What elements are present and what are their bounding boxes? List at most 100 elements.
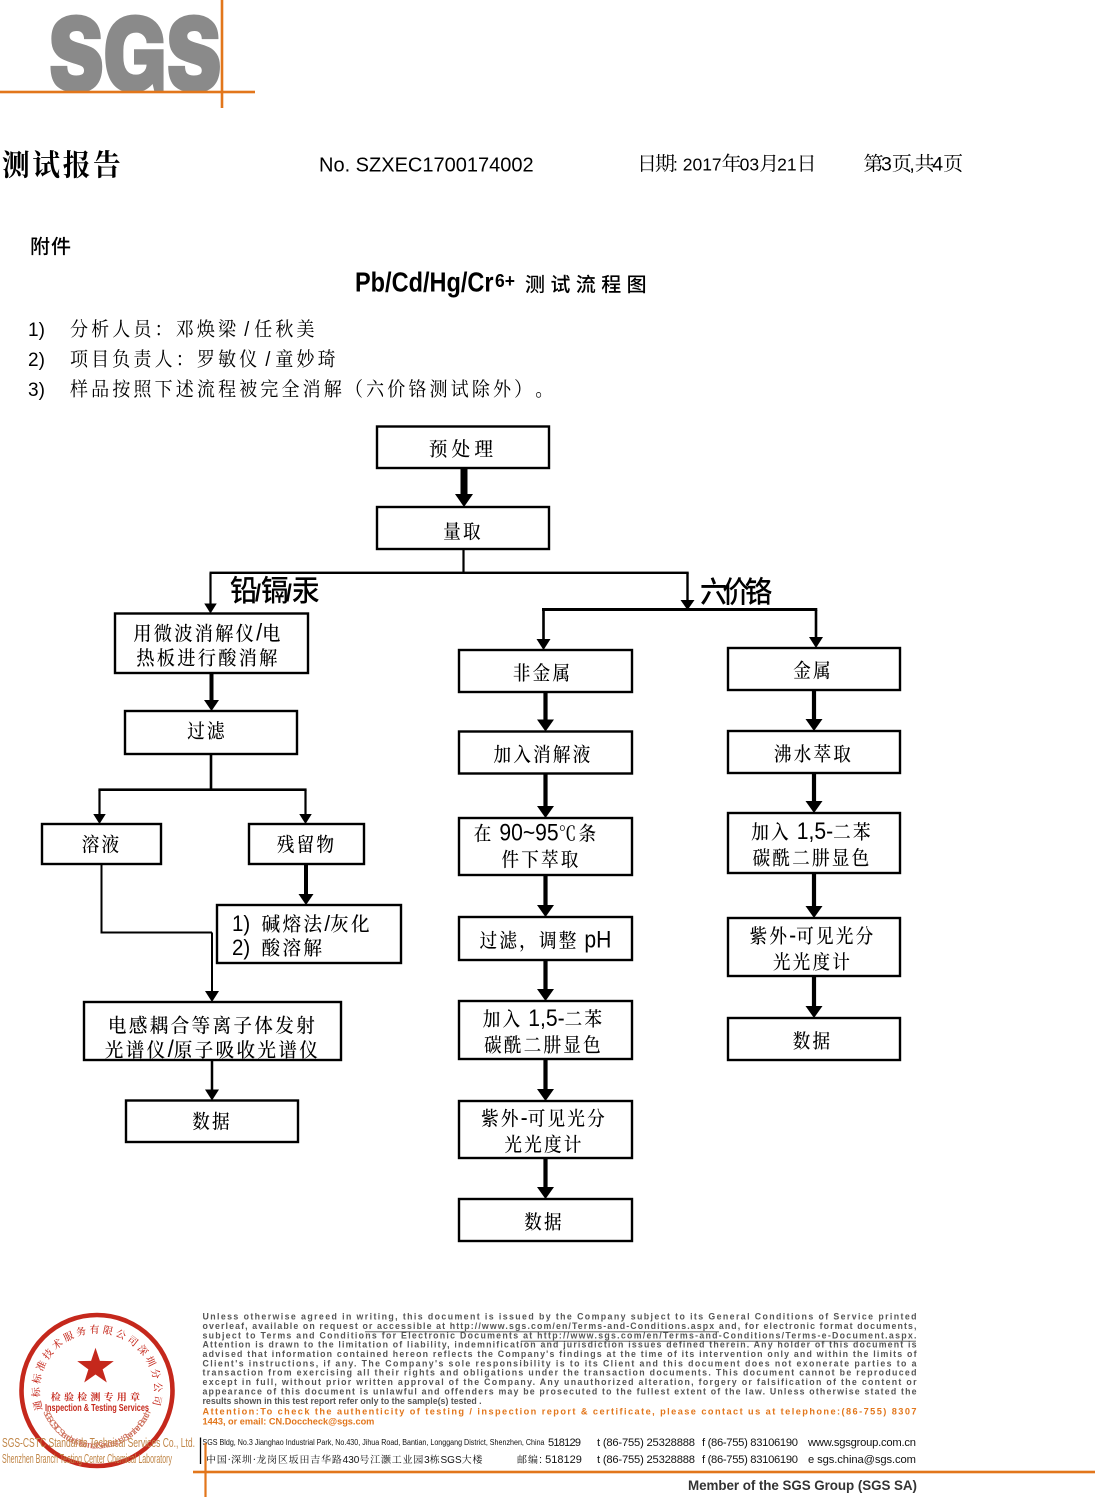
- svg-text:except in full, without prior: except in full, without prior written ap…: [203, 1377, 918, 1387]
- svg-text:n: n: [127, 1427, 137, 1438]
- svg-text:s: s: [73, 1436, 81, 1447]
- svg-text:h: h: [123, 1430, 133, 1441]
- svg-text:/: /: [286, 579, 293, 606]
- svg-text:a: a: [60, 1429, 70, 1440]
- svg-text:overleaf, available on request: overleaf, available on request or access…: [203, 1321, 917, 1331]
- svg-text:/: /: [168, 1035, 175, 1062]
- svg-text:/: /: [239, 319, 254, 341]
- svg-text:Member of the SGS Group (SGS S: Member of the SGS Group (SGS SA): [688, 1478, 917, 1493]
- svg-text:6+: 6+: [495, 271, 515, 291]
- svg-text:subject to Terms and Condition: subject to Terms and Conditions for Elec…: [203, 1330, 917, 1340]
- svg-text:e: e: [79, 1438, 86, 1449]
- svg-text:4: 4: [932, 154, 943, 176]
- svg-text:i: i: [106, 1439, 110, 1449]
- svg-text:2): 2): [28, 350, 45, 371]
- svg-text:SGS Bldg, No.3 Jianghao Indust: SGS Bldg, No.3 Jianghao Industrial Park,…: [203, 1438, 546, 1447]
- svg-text:s: s: [111, 1437, 119, 1448]
- svg-text:h: h: [130, 1424, 141, 1435]
- svg-text:-: -: [789, 922, 796, 949]
- svg-text:n: n: [134, 1421, 145, 1431]
- svg-text:-: -: [46, 1417, 56, 1425]
- svg-text:c: c: [90, 1440, 96, 1450]
- svg-text:S: S: [97, 1440, 104, 1450]
- svg-text:/: /: [255, 579, 262, 606]
- svg-text:2): 2): [232, 935, 262, 960]
- svg-text:3: 3: [424, 1455, 430, 1466]
- svg-text:d: d: [64, 1432, 73, 1443]
- svg-text:r: r: [69, 1435, 76, 1445]
- svg-text:/: /: [260, 349, 275, 371]
- svg-text:No. SZXEC1700174002: No. SZXEC1700174002: [319, 155, 534, 177]
- svg-text:a: a: [138, 1415, 149, 1425]
- svg-text:: 518129: : 518129: [539, 1454, 582, 1466]
- svg-text:l: l: [96, 1440, 98, 1450]
- svg-text:h: h: [142, 1409, 153, 1418]
- svg-text:1,5-: 1,5-: [791, 818, 833, 845]
- svg-text:h: h: [84, 1439, 91, 1450]
- svg-text:f (86-755) 83106190: f (86-755) 83106190: [702, 1454, 798, 1466]
- svg-text:Inspection & Testing Services: Inspection & Testing Services: [45, 1402, 149, 1414]
- svg-text:SGS: SGS: [441, 1455, 462, 1466]
- svg-text:e: e: [100, 1440, 106, 1450]
- svg-text:Pb/Cd/Hg/Cr: Pb/Cd/Hg/Cr: [355, 267, 494, 298]
- svg-text:t (86-755) 25328888: t (86-755) 25328888: [597, 1454, 695, 1466]
- svg-text:1): 1): [232, 911, 262, 936]
- svg-text:L: L: [114, 1436, 122, 1447]
- svg-text:518129: 518129: [548, 1437, 581, 1449]
- svg-text:r: r: [138, 1417, 148, 1425]
- svg-text:e: e: [132, 1423, 143, 1433]
- svg-text:results shown in this test rep: results shown in this test report refer …: [203, 1396, 482, 1406]
- svg-text:d: d: [117, 1434, 126, 1445]
- svg-text:3: 3: [881, 154, 892, 176]
- svg-text:T: T: [76, 1437, 85, 1448]
- svg-text:e: e: [125, 1429, 135, 1440]
- svg-text:z: z: [129, 1426, 139, 1437]
- svg-text:t: t: [59, 1429, 68, 1439]
- svg-text:f (86-755) 83106190: f (86-755) 83106190: [702, 1437, 798, 1449]
- svg-text:a: a: [93, 1440, 98, 1450]
- svg-text:d: d: [70, 1435, 79, 1446]
- svg-text:S: S: [56, 1427, 67, 1439]
- svg-text:transaction from exercising al: transaction from exercising all their ri…: [203, 1368, 917, 1378]
- svg-text:S: S: [121, 1432, 131, 1444]
- svg-text:Shenzhen Branch Testing Center: Shenzhen Branch Testing Center Chemical …: [2, 1452, 172, 1466]
- svg-text:1): 1): [28, 320, 45, 341]
- svg-text:03: 03: [740, 155, 759, 175]
- svg-text:advised that information conta: advised that information contained hereo…: [203, 1349, 917, 1359]
- svg-text:c: c: [82, 1439, 89, 1450]
- svg-text:e: e: [108, 1438, 116, 1449]
- svg-text:.: .: [119, 1434, 126, 1444]
- svg-text:t (86-755) 25328888: t (86-755) 25328888: [597, 1437, 695, 1449]
- svg-text:pH: pH: [579, 926, 612, 953]
- svg-text:/: /: [256, 619, 263, 646]
- svg-text:t: t: [116, 1435, 123, 1445]
- svg-text:C: C: [47, 1417, 59, 1429]
- svg-text:n: n: [87, 1440, 93, 1451]
- svg-text:S: S: [41, 1409, 53, 1419]
- svg-text:21: 21: [777, 155, 796, 175]
- svg-text:v: v: [104, 1439, 111, 1450]
- svg-text:a: a: [66, 1433, 75, 1444]
- svg-text:,: ,: [909, 154, 914, 176]
- svg-text:Attention:To check the authent: Attention:To check the authenticity of t…: [203, 1406, 917, 1416]
- svg-text:430: 430: [343, 1455, 360, 1466]
- svg-text:r: r: [103, 1440, 107, 1450]
- svg-text:c: c: [107, 1438, 114, 1449]
- svg-text:i: i: [90, 1440, 93, 1450]
- svg-text:c: c: [141, 1411, 152, 1420]
- svg-text:Unless otherwise agreed in wri: Unless otherwise agreed in writing, this…: [203, 1312, 917, 1322]
- svg-text:/: /: [324, 911, 330, 936]
- svg-text:1,5-: 1,5-: [522, 1005, 564, 1032]
- svg-text:Attention is drawn to the limi: Attention is drawn to the limitation of …: [203, 1340, 917, 1350]
- svg-text:n: n: [62, 1431, 72, 1442]
- svg-text:appearance of this document is: appearance of this document is unlawful …: [203, 1386, 917, 1396]
- svg-text:: 2017: : 2017: [673, 155, 722, 175]
- svg-text:T: T: [51, 1422, 62, 1433]
- svg-text:B: B: [136, 1418, 148, 1429]
- svg-text:www.sgsgroup.com.cn: www.sgsgroup.com.cn: [807, 1437, 916, 1449]
- svg-text:e sgs.china@sgs.com: e sgs.china@sgs.com: [808, 1454, 916, 1466]
- svg-text:-: -: [521, 1104, 528, 1131]
- svg-text:1443, or email: CN.Doccheck@sg: 1443, or email: CN.Doccheck@sgs.com: [203, 1416, 375, 1426]
- svg-text:G: G: [42, 1411, 54, 1422]
- svg-text:Client's instructions, if any.: Client's instructions, if any. The Compa…: [203, 1358, 917, 1368]
